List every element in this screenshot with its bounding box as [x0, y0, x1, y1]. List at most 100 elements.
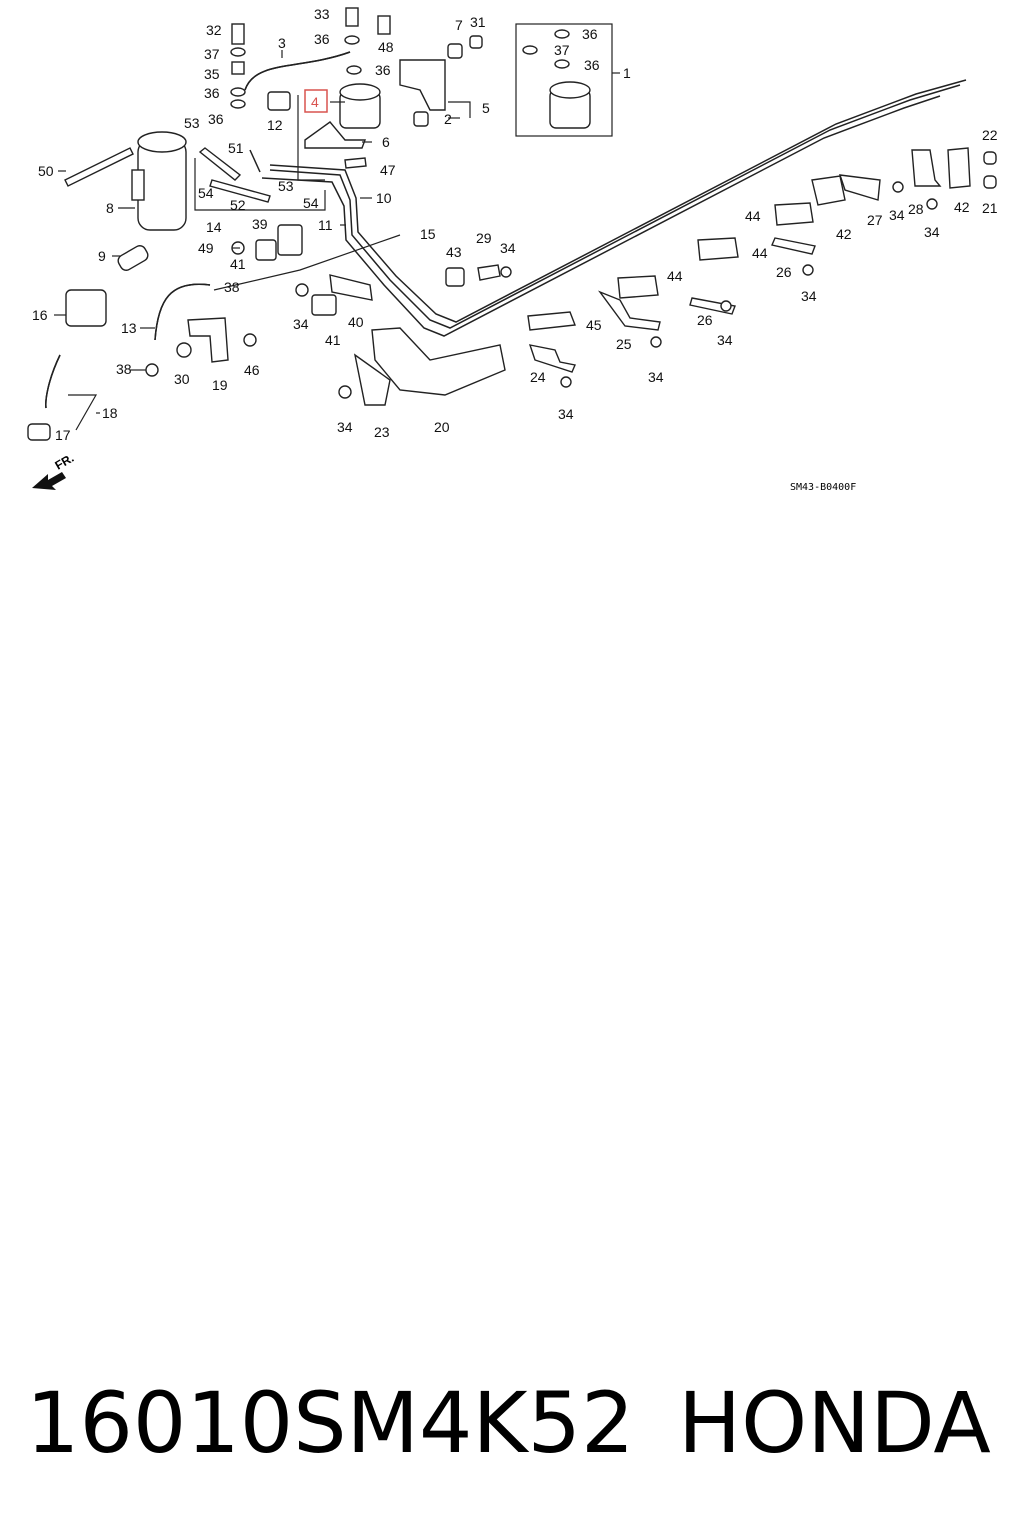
- callout-45: 45: [586, 317, 602, 333]
- callout-24: 24: [530, 369, 546, 385]
- diagram-code: SM43-B0400F: [790, 482, 856, 493]
- callout-9: 9: [98, 248, 106, 264]
- bracket-part-24: [528, 344, 576, 373]
- callout-34f: 34: [717, 332, 733, 348]
- callout-29: 29: [476, 230, 492, 246]
- callout-6: 6: [382, 134, 390, 150]
- bolt-part-32: [231, 23, 245, 45]
- callout-12: 12: [267, 117, 283, 133]
- callout-32: 32: [206, 22, 222, 38]
- bolt-part-34i: [926, 198, 938, 210]
- callout-36d: 36: [208, 111, 224, 127]
- callout-10: 10: [376, 190, 392, 206]
- protector-part-20: [371, 327, 506, 396]
- callout-4: 4: [311, 94, 319, 110]
- parts-diagram: 1 2 3 4 5 6 7 8 9 10 11 12 13 14 15 16 1…: [27, 6, 998, 493]
- callout-54b: 54: [303, 195, 319, 211]
- clamp-part-44b: [697, 237, 739, 261]
- callout-37a: 37: [204, 46, 220, 62]
- bolt-part-46: [243, 333, 257, 347]
- grommet-part-22: [983, 151, 997, 165]
- callout-53b: 53: [278, 178, 294, 194]
- callout-20: 20: [434, 419, 450, 435]
- callout-5: 5: [482, 100, 490, 116]
- clamp-part-42b: [947, 147, 971, 189]
- callout-27: 27: [867, 212, 883, 228]
- clip-part-12: [267, 91, 291, 111]
- callout-42a: 42: [836, 226, 852, 242]
- callout-2: 2: [444, 111, 452, 127]
- callout-18: 18: [102, 405, 118, 421]
- callout-53a: 53: [184, 115, 200, 131]
- caption: 16010SM4K52 HONDA: [26, 1368, 1006, 1478]
- callout-38a: 38: [224, 279, 240, 295]
- callout-34h: 34: [889, 207, 905, 223]
- valve-part-16: [65, 289, 107, 327]
- clip-part-29: [477, 264, 501, 281]
- callout-17: 17: [55, 427, 71, 443]
- callout-22: 22: [982, 127, 998, 143]
- bolt-part-34d: [560, 376, 572, 388]
- bolt-part-7: [447, 43, 463, 59]
- clamp-part-45: [527, 311, 576, 331]
- callout-25: 25: [616, 336, 632, 352]
- callout-34b: 34: [337, 419, 353, 435]
- bracket-part-23: [353, 353, 391, 406]
- callout-52: 52: [230, 197, 246, 213]
- bracket-part-5: [399, 59, 446, 111]
- fitting-part-17: [27, 423, 51, 441]
- hose-part-9: [117, 245, 149, 271]
- bolt-part-34h: [892, 181, 904, 193]
- callout-36a: 36: [314, 31, 330, 47]
- callout-8: 8: [106, 200, 114, 216]
- callout-34e: 34: [648, 369, 664, 385]
- callout-34c: 34: [500, 240, 516, 256]
- callout-35: 35: [204, 66, 220, 82]
- clip-part-30: [176, 342, 192, 358]
- callout-26b: 26: [776, 264, 792, 280]
- leader-lines: [54, 50, 620, 431]
- callout-37b: 37: [554, 42, 570, 58]
- cap-part-31: [469, 35, 483, 49]
- callout-34i: 34: [924, 224, 940, 240]
- callout-43: 43: [446, 244, 462, 260]
- bolt-part-34e: [650, 336, 662, 348]
- highlight-box-4: [304, 89, 328, 113]
- callout-16: 16: [32, 307, 48, 323]
- clamp-part-44c: [774, 202, 814, 226]
- callout-44b: 44: [752, 245, 768, 261]
- brand-name: HONDA: [678, 1374, 991, 1472]
- part-number: 16010SM4K52: [26, 1374, 635, 1472]
- callout-14: 14: [206, 219, 222, 235]
- bolt-part-34b: [500, 266, 512, 278]
- bolt-part-34c: [338, 385, 352, 399]
- callout-15: 15: [420, 226, 436, 242]
- fuel-line-bundle: [249, 79, 967, 337]
- callout-34g: 34: [801, 288, 817, 304]
- callout-23: 23: [374, 424, 390, 440]
- front-direction-arrow: FR.: [32, 451, 76, 490]
- callout-36b: 36: [375, 62, 391, 78]
- callout-36e: 36: [582, 26, 598, 42]
- callout-13: 13: [121, 320, 137, 336]
- bracket-part-40: [329, 274, 373, 301]
- callout-48: 48: [378, 39, 394, 55]
- grommet-part-21: [983, 175, 997, 189]
- hose-part-50: [64, 147, 134, 187]
- callout-1: 1: [623, 65, 631, 81]
- callout-42b: 42: [954, 199, 970, 215]
- bolt-part-33: [345, 7, 359, 27]
- callout-34a: 34: [293, 316, 309, 332]
- callout-3: 3: [278, 35, 286, 51]
- bracket-part-28: [911, 149, 942, 187]
- callout-labels: 1 2 3 4 5 6 7 8 9 10 11 12 13 14 15 16 1…: [32, 6, 998, 443]
- callout-46: 46: [244, 362, 260, 378]
- callout-51: 51: [228, 140, 244, 156]
- clamp-part-42a: [811, 175, 846, 206]
- hose-part-51: [198, 147, 242, 181]
- bracket-part-25: [597, 290, 661, 331]
- callout-7: 7: [455, 17, 463, 33]
- callout-49: 49: [198, 240, 214, 256]
- bolt-part-34g: [802, 264, 814, 276]
- bolt-part-34a: [295, 283, 309, 297]
